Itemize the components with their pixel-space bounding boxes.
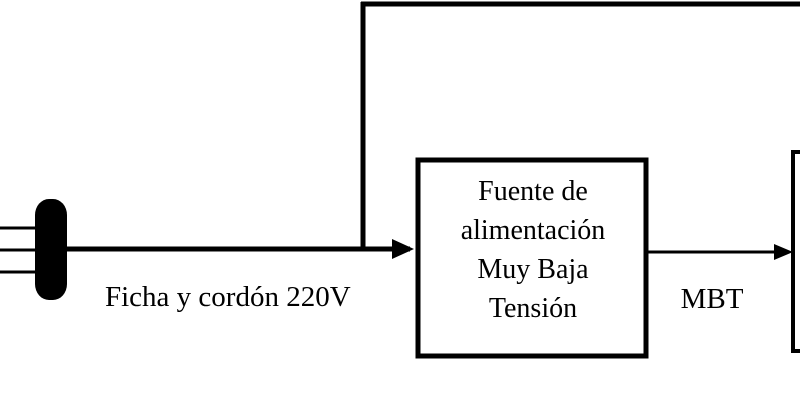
- power-supply-label-line-4: Tensión: [489, 293, 577, 324]
- power-supply-label-line-3: Muy Baja: [477, 254, 589, 285]
- power-supply-label: Fuente de alimentación Muy Baja Tensión: [461, 176, 606, 324]
- cord-arrowhead: [392, 239, 414, 259]
- load-box-partial: [791, 150, 800, 353]
- mbt-label: MBT: [681, 283, 744, 315]
- mbt-arrowhead: [774, 244, 793, 260]
- power-supply-label-line-2: alimentación: [461, 215, 606, 246]
- plug-cord-label: Ficha y cordón 220V: [105, 281, 351, 313]
- power-supply-box: [415, 157, 649, 359]
- plug-prongs: [0, 226, 40, 274]
- power-supply-label-line-1: Fuente de: [478, 176, 588, 207]
- plug-icon: [35, 199, 67, 300]
